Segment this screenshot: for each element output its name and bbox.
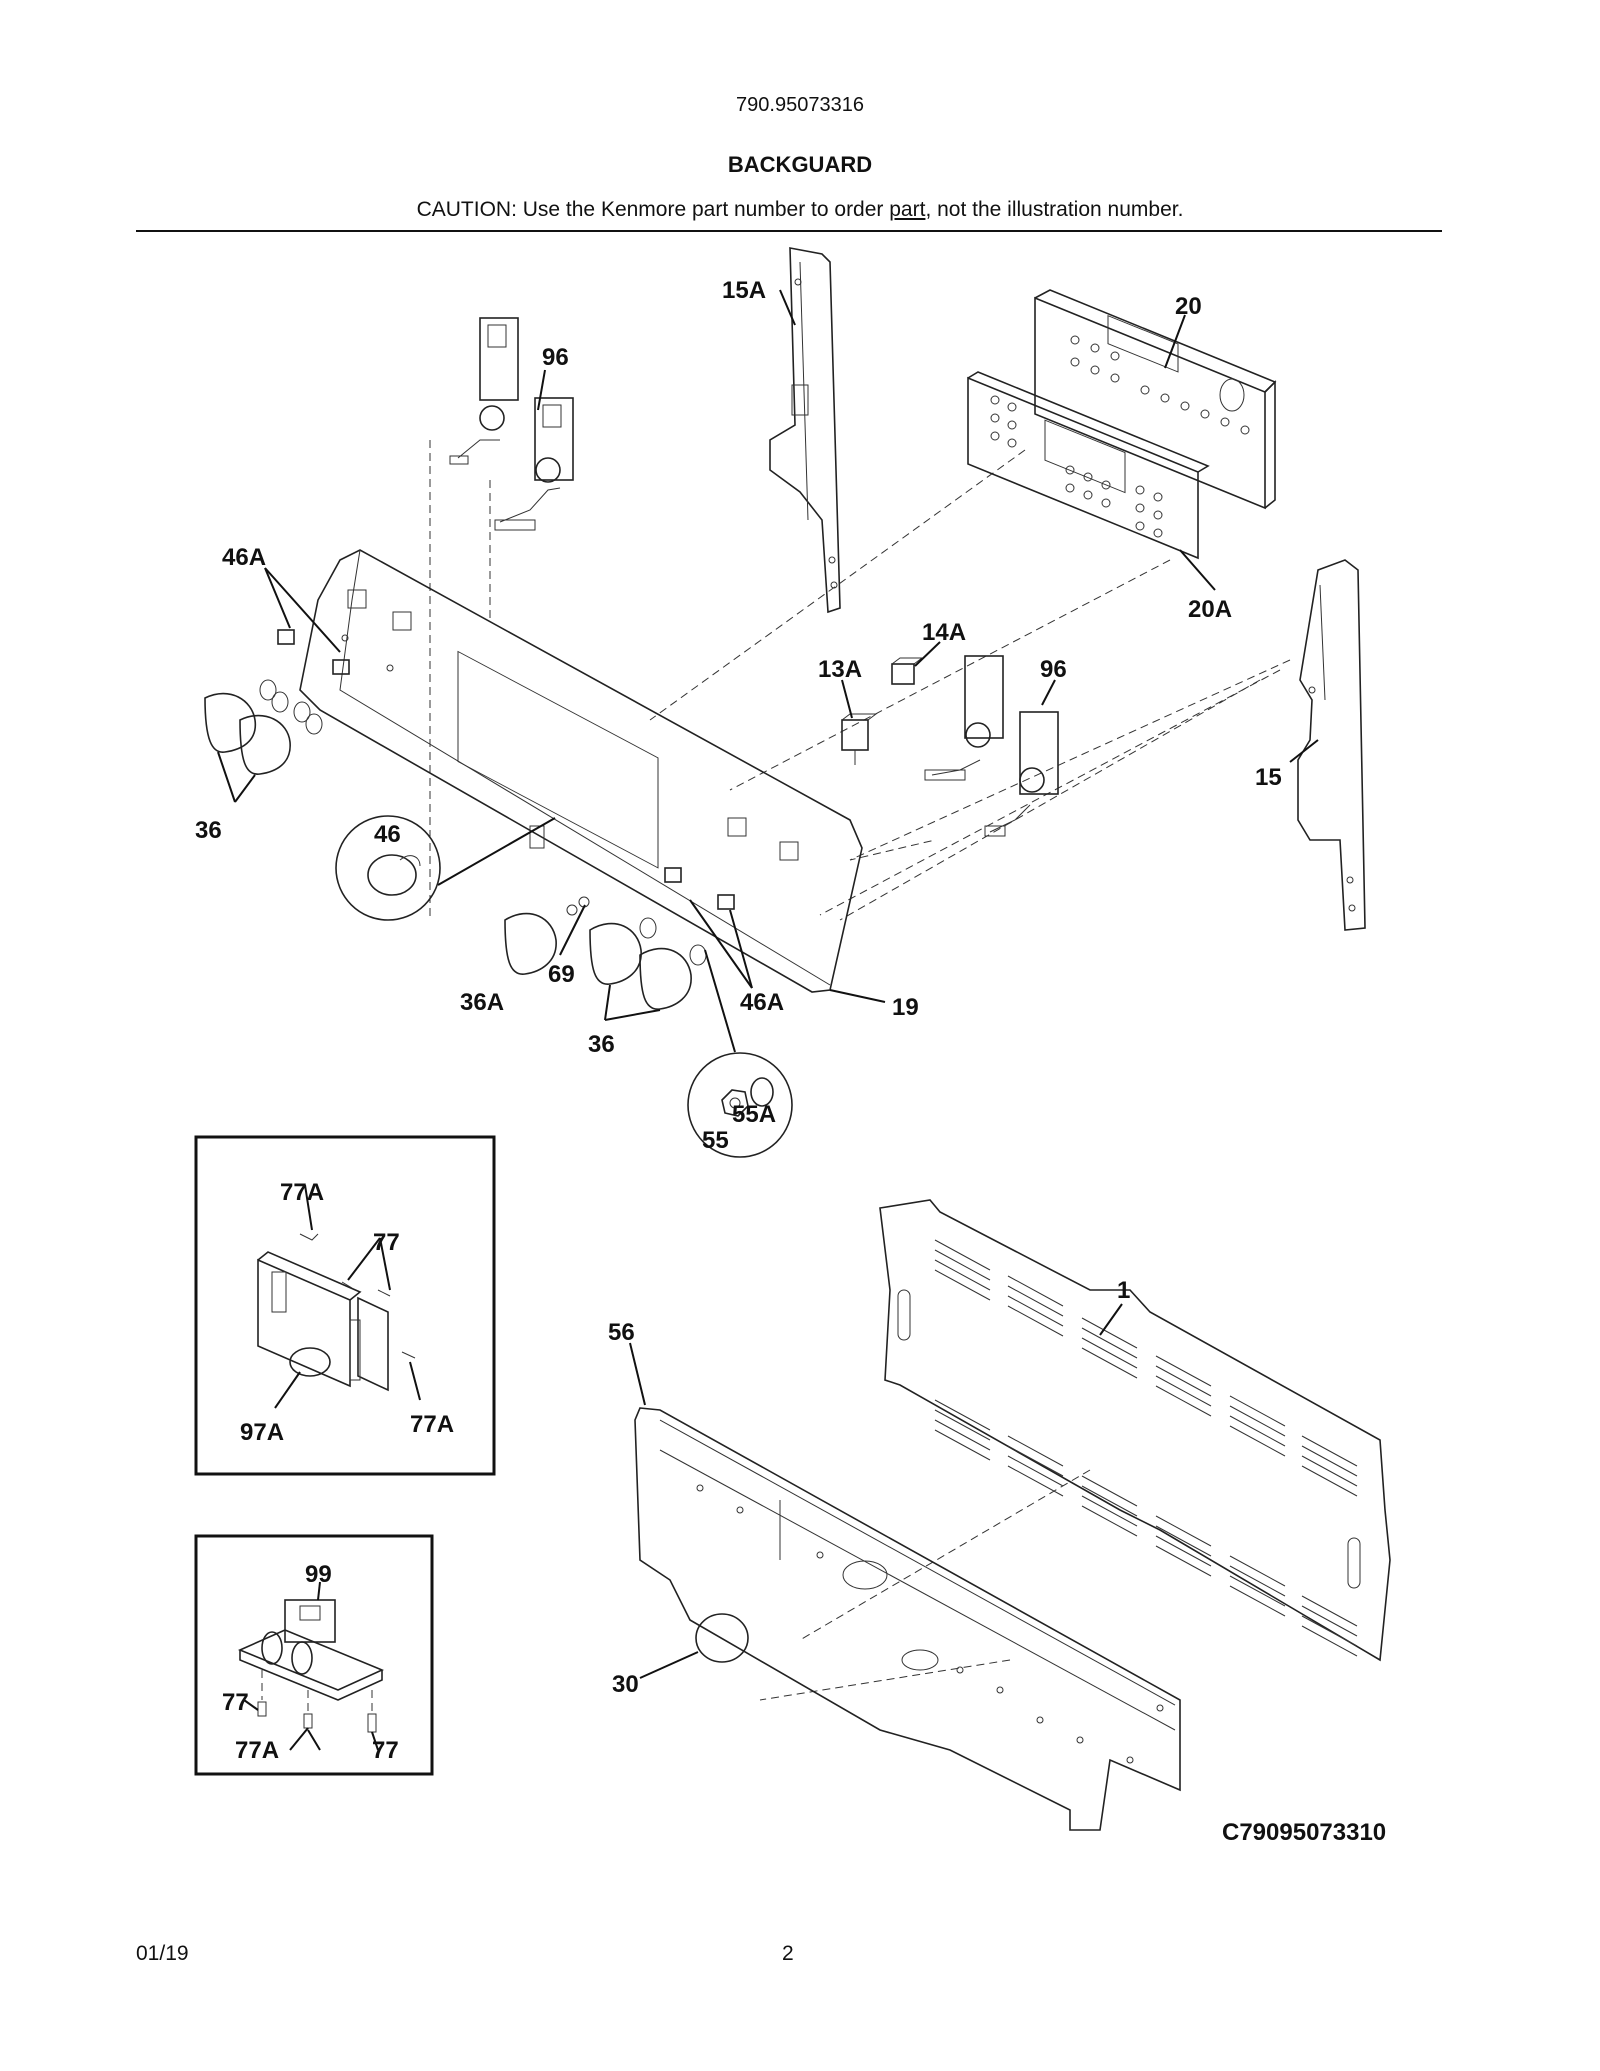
callout-96-right: 96 xyxy=(1040,656,1067,683)
louver-pattern xyxy=(934,1239,1358,1657)
callout-46A-lower: 46A xyxy=(740,989,784,1016)
part-30-hole-plug xyxy=(639,1613,749,1679)
part-46A-switches-right xyxy=(664,867,735,910)
callout-55A: 55A xyxy=(732,1101,776,1128)
callout-77A-inset2: 77A xyxy=(235,1737,279,1764)
footer-date: 01/19 xyxy=(136,1942,189,1965)
part-15A-side-trim xyxy=(769,247,841,614)
part-55-detail-callout xyxy=(687,949,793,1158)
part-36A-knob xyxy=(504,896,590,975)
caution-note: CAUTION: Use the Kenmore part number to … xyxy=(0,198,1600,222)
caution-text-end: , not the illustration number. xyxy=(925,198,1184,221)
callout-77A-inset1-top: 77A xyxy=(280,1179,324,1206)
callout-77A-inset1-right: 77A xyxy=(410,1411,454,1438)
callout-20: 20 xyxy=(1175,293,1202,320)
part-96-infinite-switch-upper xyxy=(449,317,574,531)
section-title: BACKGUARD xyxy=(727,152,873,177)
callout-labels: 15A 20 96 46A 20A 14A 13A 96 15 36 46 69… xyxy=(195,277,1386,1846)
callout-20A: 20A xyxy=(1188,596,1232,623)
callout-99: 99 xyxy=(305,1561,332,1588)
part-14A-relay xyxy=(891,657,924,685)
drawing-code: C79095073310 xyxy=(1222,1819,1386,1846)
footer-page-number: 2 xyxy=(782,1942,794,1965)
callout-36-lower: 36 xyxy=(588,1031,615,1058)
model-number: 790.95073316 xyxy=(736,94,864,116)
assembly-dashed-lines xyxy=(429,440,1291,1701)
callout-19: 19 xyxy=(892,994,919,1021)
caution-text-start: CAUTION: Use the Kenmore part number to … xyxy=(416,198,890,221)
part-1-rear-panel xyxy=(879,1199,1391,1662)
part-46-detail-callout xyxy=(335,815,556,921)
callout-96-upper: 96 xyxy=(542,344,569,371)
part-56-lower-panel xyxy=(629,1342,1181,1831)
part-20A-membrane-overlay xyxy=(967,371,1210,560)
header-rule xyxy=(136,230,1442,232)
callout-15: 15 xyxy=(1255,764,1282,791)
part-13A-oven-sensor-switch xyxy=(841,713,878,765)
leader-lines-top xyxy=(217,289,1319,1021)
callout-14A: 14A xyxy=(922,619,966,646)
callout-36A: 36A xyxy=(460,989,504,1016)
part-36-knobs-left xyxy=(204,679,323,775)
callout-46: 46 xyxy=(374,821,401,848)
callout-15A: 15A xyxy=(722,277,766,304)
callout-77-inset2-left: 77 xyxy=(222,1689,249,1716)
part-20-electronic-control xyxy=(1034,289,1277,510)
part-96-infinite-switch-right xyxy=(924,655,1059,837)
callout-36-left: 36 xyxy=(195,817,222,844)
callout-77-inset1: 77 xyxy=(373,1229,400,1256)
callout-56: 56 xyxy=(608,1319,635,1346)
callout-30: 30 xyxy=(612,1671,639,1698)
callout-97A: 97A xyxy=(240,1419,284,1446)
part-46A-switches-left xyxy=(277,629,394,675)
callout-13A: 13A xyxy=(818,656,862,683)
part-36-knobs-lower xyxy=(589,917,707,1010)
part-15-side-trim xyxy=(1297,559,1366,931)
caution-underlined-word: part xyxy=(889,198,926,221)
callout-1: 1 xyxy=(1117,1277,1130,1304)
inset-board-99 xyxy=(194,1534,434,1776)
callout-69: 69 xyxy=(548,961,575,988)
callout-77-inset2-right: 77 xyxy=(372,1737,399,1764)
callout-46A-upper: 46A xyxy=(222,544,266,571)
part-19-backguard-console xyxy=(299,549,863,993)
callout-55: 55 xyxy=(702,1127,729,1154)
inset-board-97A xyxy=(194,1135,496,1476)
